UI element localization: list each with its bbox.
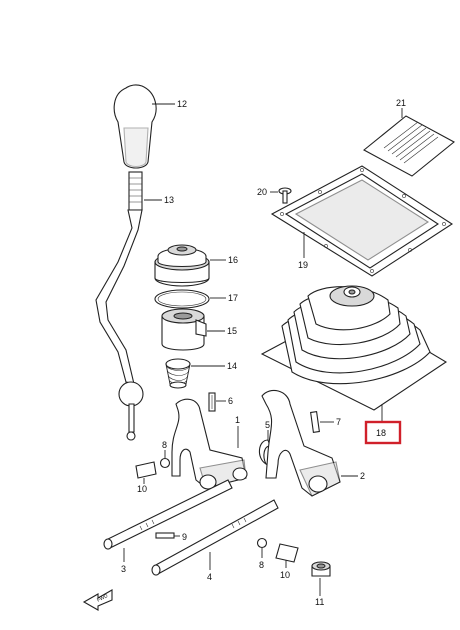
fork-pin-7[interactable] <box>310 411 320 433</box>
callout-19: 19 <box>298 260 308 270</box>
callout-2: 2 <box>360 471 365 481</box>
retaining-ring[interactable] <box>154 289 210 309</box>
callout-4: 4 <box>207 572 212 582</box>
rubber-boot[interactable] <box>154 244 210 287</box>
callout-9: 9 <box>182 532 187 542</box>
callout-14: 14 <box>227 361 237 371</box>
shift-shaft-3[interactable] <box>103 479 233 550</box>
callout-15: 15 <box>227 326 237 336</box>
front-direction-marker: FWD <box>82 589 113 611</box>
caution-label[interactable] <box>363 115 455 177</box>
front-marker-label: FWD <box>96 593 109 604</box>
callout-12: 12 <box>177 99 187 109</box>
ball-8-upper[interactable] <box>159 457 171 469</box>
callout-5: 5 <box>265 420 270 430</box>
shift-fork-1[interactable] <box>171 398 248 490</box>
circlip-5[interactable] <box>258 439 271 466</box>
shift-shaft-4[interactable] <box>151 499 279 576</box>
callout-18: 18 <box>376 428 386 438</box>
callout-13: 13 <box>164 195 174 205</box>
callout-11: 11 <box>315 597 324 607</box>
screw-20[interactable] <box>278 187 292 204</box>
callout-8-lower: 8 <box>259 560 264 570</box>
fork-pin-6[interactable] <box>208 392 216 412</box>
spring-10-right[interactable] <box>275 543 299 563</box>
callout-7: 7 <box>336 417 341 427</box>
boot-plate[interactable] <box>270 165 454 277</box>
callout-10-left: 10 <box>137 484 147 494</box>
callout-10-right: 10 <box>280 570 290 580</box>
callout-17: 17 <box>228 293 238 303</box>
lever-seat[interactable] <box>161 308 207 351</box>
spring-10-left[interactable] <box>135 461 157 479</box>
plug-11[interactable] <box>311 561 331 577</box>
pin-9[interactable] <box>155 532 175 539</box>
shift-lever[interactable] <box>95 84 157 441</box>
callout-6: 6 <box>228 396 233 406</box>
shift-boot[interactable] <box>260 285 448 411</box>
callout-16: 16 <box>228 255 238 265</box>
callout-8-upper: 8 <box>162 440 167 450</box>
ball-8-lower[interactable] <box>256 537 268 549</box>
callout-3: 3 <box>121 564 126 574</box>
callout-1: 1 <box>235 415 240 425</box>
callout-21: 21 <box>396 98 406 108</box>
shift-fork-2[interactable] <box>261 389 341 497</box>
highlight-box-18[interactable] <box>364 420 402 445</box>
callout-20: 20 <box>257 187 267 197</box>
lever-spring[interactable] <box>165 358 191 389</box>
